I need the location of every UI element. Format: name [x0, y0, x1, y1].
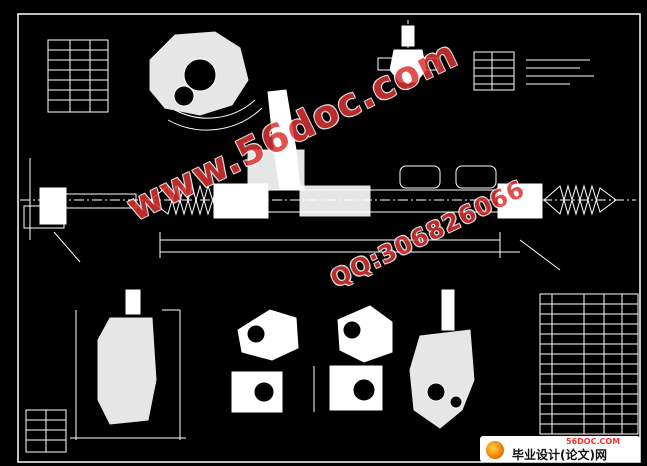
- gear-housing-section-view: [149, 31, 263, 131]
- drawing-frame: [17, 13, 641, 463]
- housing-detail-views: [231, 305, 393, 413]
- brand-name: 毕业设计(论文)网: [512, 448, 607, 462]
- brand-badge[interactable]: [480, 436, 640, 462]
- parts-table-top-left: [47, 39, 109, 113]
- valve-detail-view: [377, 20, 439, 92]
- pinion-assembly-view: [409, 289, 475, 429]
- brand-site: 56DOC.COM: [566, 437, 621, 446]
- spec-table-top-right: [473, 51, 594, 91]
- steering-rack-main-view: [20, 89, 636, 271]
- sun-logo-icon: [486, 441, 504, 459]
- side-section-view: [25, 289, 186, 453]
- title-block-parts-list: [539, 293, 639, 435]
